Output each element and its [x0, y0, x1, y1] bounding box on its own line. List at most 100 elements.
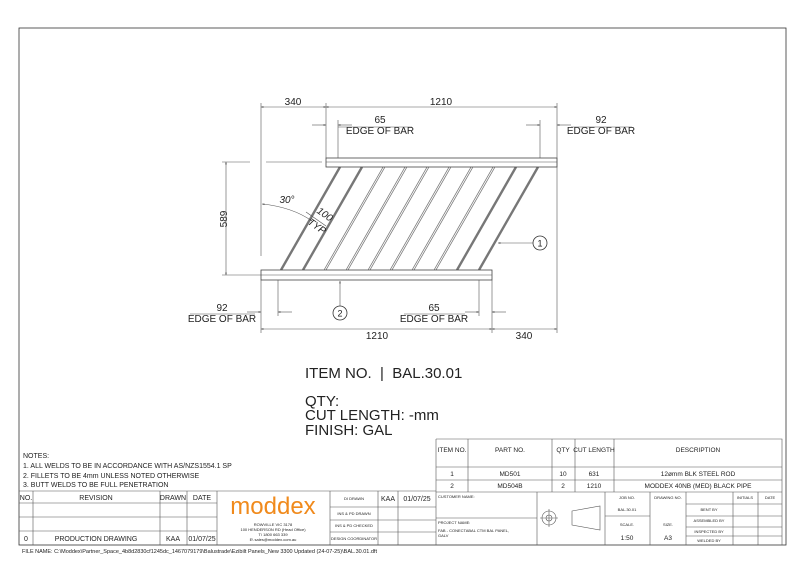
rod-highlight — [390, 166, 451, 271]
item-info: ITEM NO. | BAL.30.01 QTY: CUT LENGTH: -m… — [305, 365, 462, 439]
notes: NOTES: 1. ALL WELDS TO BE IN ACCORDANCE … — [23, 453, 232, 489]
revision-text: PRODUCTION DRAWING — [55, 536, 138, 543]
parts-header-cut: CUT LENGTH — [573, 447, 615, 454]
rod-highlight — [434, 166, 495, 271]
size-value: A3 — [664, 535, 672, 542]
scale-label: SCALE. — [620, 522, 634, 527]
check-label: WELDED BY — [697, 538, 721, 543]
callout-2-label: 2 — [337, 309, 342, 319]
edge-of-bar-label: EDGE OF BAR — [400, 314, 468, 325]
callout-1-label: 1 — [537, 239, 542, 249]
qty-label: QTY: — [305, 393, 339, 410]
project-value: FAB - CONECTABAL CTM BAL PANEL, — [438, 528, 509, 533]
signoff-initials: KAA — [381, 496, 395, 503]
check-label: BENT BY — [700, 507, 717, 512]
parts-cell-item: 2 — [450, 483, 454, 490]
callout-1: 1 — [498, 235, 548, 251]
signoff-date: 01/07/25 — [403, 496, 430, 503]
dim-top-inset-right: 92 — [595, 115, 607, 126]
sheet-border — [18, 27, 787, 546]
customer-label: CUSTOMER NAME: — [438, 494, 475, 499]
parts-cell-part: MD501 — [500, 471, 521, 478]
job-no-label: JOB NO. — [619, 495, 635, 500]
parts-cell-desc: MODDEX 40NB (MED) BLACK PIPE — [645, 483, 753, 490]
rod-highlight — [324, 166, 385, 271]
parts-cell-qty: 10 — [559, 471, 567, 478]
dim-bottom-right: 340 — [516, 331, 533, 342]
revision-row: 0 PRODUCTION DRAWING KAA 01/07/25 — [24, 536, 216, 543]
dim-bottom-main: 1210 — [366, 331, 389, 342]
revision-date: 01/07/25 — [188, 536, 215, 543]
callout-2: 2 — [332, 281, 348, 321]
note-line: 3. BUTT WELDS TO BE FULL PENETRATION — [23, 482, 168, 489]
parts-cell-qty: 2 — [561, 483, 565, 490]
parts-header-part: PART NO. — [495, 447, 525, 454]
third-angle-projection-icon — [540, 505, 601, 531]
notes-title: NOTES: — [23, 453, 49, 460]
scale-value: 1:50 — [621, 535, 634, 542]
parts-row: 2 MD504B 2 1210 MODDEX 40NB (MED) BLACK PIPE — [450, 483, 752, 490]
check-label: ASSEMBLED BY — [694, 518, 725, 523]
parts-cell-part: MD504B — [497, 483, 522, 490]
parts-header-qty: QTY — [556, 447, 570, 454]
parts-header-desc: DESCRIPTION — [676, 447, 721, 454]
rod — [455, 166, 518, 271]
revision-header-drawn: DRAWN — [160, 495, 186, 502]
rod — [477, 166, 540, 271]
signoff-label: INS & PD DRAWN — [337, 511, 370, 516]
revision-drawn: KAA — [166, 536, 180, 543]
finish-label: FINISH: GAL — [305, 422, 393, 439]
rod — [301, 166, 364, 271]
dim-top-main: 1210 — [430, 97, 453, 108]
dim-bottom-inset-left: 92 — [216, 303, 228, 314]
bottom-rail — [260, 269, 493, 281]
parts-cell-cut: 1210 — [587, 483, 602, 490]
check-label: INSPECTED BY — [694, 529, 724, 534]
company-email: E\ sales@moddex.com.au — [250, 537, 297, 542]
edge-of-bar-label: EDGE OF BAR — [188, 314, 256, 325]
file-name: FILE NAME: C:\Moddex\Partner_Space_4b8d2… — [22, 549, 377, 555]
company-phone: T\ 1800 663 339 — [258, 532, 288, 537]
top-rail — [325, 157, 558, 168]
company-logo-block: moddex ROWVILLE VIC 3178 100 HENDERSON R… — [230, 493, 315, 542]
project-value: GALV — [438, 533, 449, 538]
dim-height: 589 — [219, 210, 230, 227]
job-no: BAL.30.01 — [618, 507, 637, 512]
signoff-label: DI DRAWN — [344, 496, 364, 501]
dim-top-left: 340 — [285, 97, 302, 108]
parts-table: ITEM NO. PART NO. QTY CUT LENGTH DESCRIP… — [436, 438, 783, 545]
company-address-line: ROWVILLE VIC 3178 — [254, 522, 293, 527]
revision-table: NO. REVISION DRAWN DATE 0 PRODUCTION DRA… — [19, 439, 437, 545]
initials-label: INITIALS — [737, 495, 754, 500]
rod-highlight — [412, 166, 473, 271]
revision-header-date: DATE — [193, 495, 211, 502]
cut-length-label: CUT LENGTH: -mm — [305, 407, 439, 424]
angle-arc — [261, 203, 313, 222]
drawing-no-label: DRAWING NO. — [654, 495, 681, 500]
parts-cell-cut: 631 — [589, 471, 600, 478]
revision-no: 0 — [24, 536, 28, 543]
rod-highlight — [368, 166, 429, 271]
project-label: PROJECT NAME: — [438, 520, 470, 525]
rods — [279, 166, 540, 271]
note-line: 1. ALL WELDS TO BE IN ACCORDANCE WITH AS… — [23, 463, 232, 470]
dim-angle: 30° — [279, 195, 294, 206]
revision-header-revision: REVISION — [79, 495, 112, 502]
dim-top-inset-left: 65 — [374, 115, 386, 126]
note-line: 2. FILLETS TO BE 4mm UNLESS NOTED OTHERW… — [23, 473, 200, 480]
company-address-line: 100 HENDERSON RD (Head Office) — [240, 527, 306, 532]
rod-highlight — [346, 166, 407, 271]
moddex-logo: moddex — [230, 493, 315, 520]
parts-header-item: ITEM NO. — [438, 447, 467, 454]
edge-of-bar-label: EDGE OF BAR — [567, 126, 635, 137]
signoff-table: DI DRAWN KAA 01/07/25 INS & PD DRAWN INS… — [331, 496, 431, 541]
parts-cell-desc: 12ømm BLK STEEL ROD — [661, 471, 736, 478]
edge-of-bar-label: EDGE OF BAR — [346, 126, 414, 137]
revision-header-no: NO. — [20, 495, 33, 502]
signoff-label: DESIGN COORDINATOR — [331, 536, 377, 541]
size-label: SIZE. — [663, 522, 673, 527]
signoff-label: INS & PD CHECKED — [335, 523, 373, 528]
item-number: ITEM NO. | BAL.30.01 — [305, 365, 462, 382]
